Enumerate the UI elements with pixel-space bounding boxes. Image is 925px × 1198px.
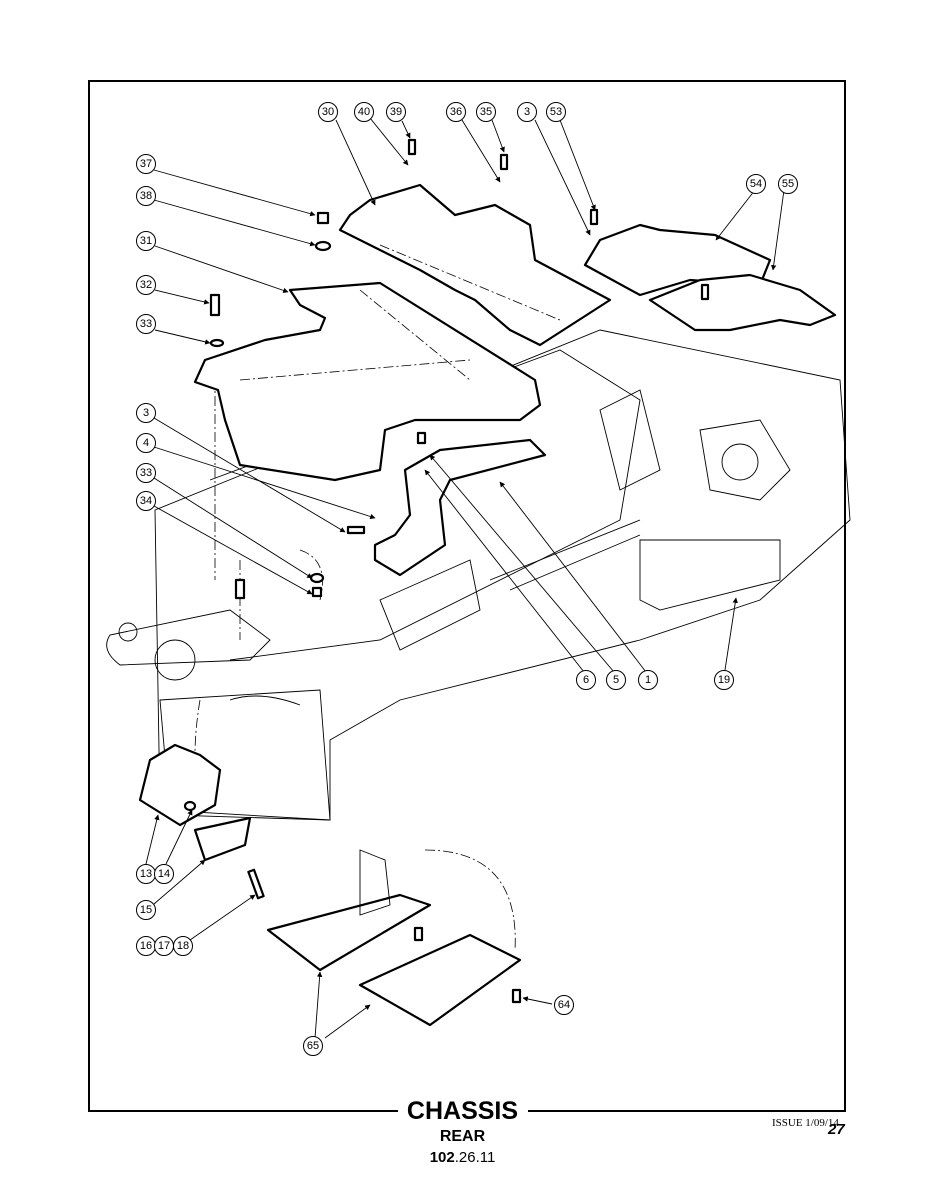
svg-text:36: 36	[450, 106, 462, 118]
bracket-1	[373, 438, 547, 577]
callout-34: 34	[136, 491, 156, 511]
callout-65: 65	[303, 1036, 323, 1056]
callout-18: 18	[173, 936, 193, 956]
svg-text:18: 18	[177, 940, 189, 952]
svg-text:6: 6	[583, 674, 589, 686]
bolts	[183, 138, 710, 1004]
callout-36: 36	[446, 102, 466, 122]
svg-text:55: 55	[782, 178, 794, 190]
callout-64: 64	[554, 995, 574, 1015]
svg-text:4: 4	[143, 437, 149, 449]
svg-text:53: 53	[550, 106, 562, 118]
reference-prefix: 102	[429, 1149, 455, 1166]
svg-text:3: 3	[524, 106, 530, 118]
page-number: 27	[828, 1121, 845, 1138]
callout-1: 1	[638, 670, 658, 690]
bracket-13	[138, 743, 252, 862]
callout-31: 31	[136, 231, 156, 251]
diagram-frame	[88, 80, 846, 1112]
plate-65-rear	[358, 849, 522, 1027]
svg-text:5: 5	[613, 674, 619, 686]
callout-3-mid: 3	[136, 403, 156, 423]
cover-panel-55	[648, 273, 837, 332]
svg-text:14: 14	[158, 868, 170, 880]
svg-text:34: 34	[140, 495, 152, 507]
svg-text:39: 39	[390, 106, 402, 118]
plate-65-front	[266, 849, 432, 972]
svg-text:33: 33	[140, 467, 152, 479]
callout-5: 5	[606, 670, 626, 690]
callout-35: 35	[476, 102, 496, 122]
issue-label: ISSUE 1/09/14	[772, 1117, 839, 1129]
cover-panel-31	[193, 281, 542, 482]
leader-lines	[145, 117, 785, 1039]
callout-38: 38	[136, 186, 156, 206]
svg-text:16: 16	[140, 940, 152, 952]
callout-13: 13	[136, 864, 156, 884]
callout-14: 14	[154, 864, 174, 884]
callout-16: 16	[136, 936, 156, 956]
svg-text:32: 32	[140, 279, 152, 291]
reference-number: 102.26.11	[0, 1149, 925, 1166]
frame-bottom-right	[528, 1110, 846, 1112]
svg-text:38: 38	[140, 190, 152, 202]
callout-30: 30	[318, 102, 338, 122]
callout-54: 54	[746, 174, 766, 194]
callout-17: 17	[154, 936, 174, 956]
callout-40: 40	[354, 102, 374, 122]
svg-text:65: 65	[307, 1040, 319, 1052]
callout-33-top: 33	[136, 314, 156, 334]
callout-55: 55	[778, 174, 798, 194]
callout-53: 53	[546, 102, 566, 122]
frame-bottom-left	[88, 1110, 398, 1112]
callout-15: 15	[136, 900, 156, 920]
page-subtitle: REAR	[439, 1128, 486, 1145]
svg-text:1: 1	[645, 674, 651, 686]
svg-text:31: 31	[140, 235, 152, 247]
callout-37: 37	[136, 154, 156, 174]
svg-text:37: 37	[140, 158, 152, 170]
reference-suffix: .26.11	[454, 1149, 496, 1166]
svg-text:13: 13	[140, 868, 152, 880]
svg-text:64: 64	[558, 999, 570, 1011]
svg-text:17: 17	[158, 940, 170, 952]
svg-text:15: 15	[140, 904, 152, 916]
cover-panel-30	[338, 183, 612, 347]
svg-text:54: 54	[750, 178, 762, 190]
svg-text:33: 33	[140, 318, 152, 330]
callout-19: 19	[714, 670, 734, 690]
callout-39: 39	[386, 102, 406, 122]
svg-text:30: 30	[322, 106, 334, 118]
page-title: CHASSIS	[0, 1097, 925, 1125]
callout-33-mid: 33	[136, 463, 156, 483]
svg-text:40: 40	[358, 106, 370, 118]
svg-text:35: 35	[480, 106, 492, 118]
svg-text:19: 19	[718, 674, 730, 686]
svg-text:3: 3	[143, 407, 149, 419]
callout-6: 6	[576, 670, 596, 690]
callout-4: 4	[136, 433, 156, 453]
callout-3-top: 3	[517, 102, 537, 122]
callout-32: 32	[136, 275, 156, 295]
